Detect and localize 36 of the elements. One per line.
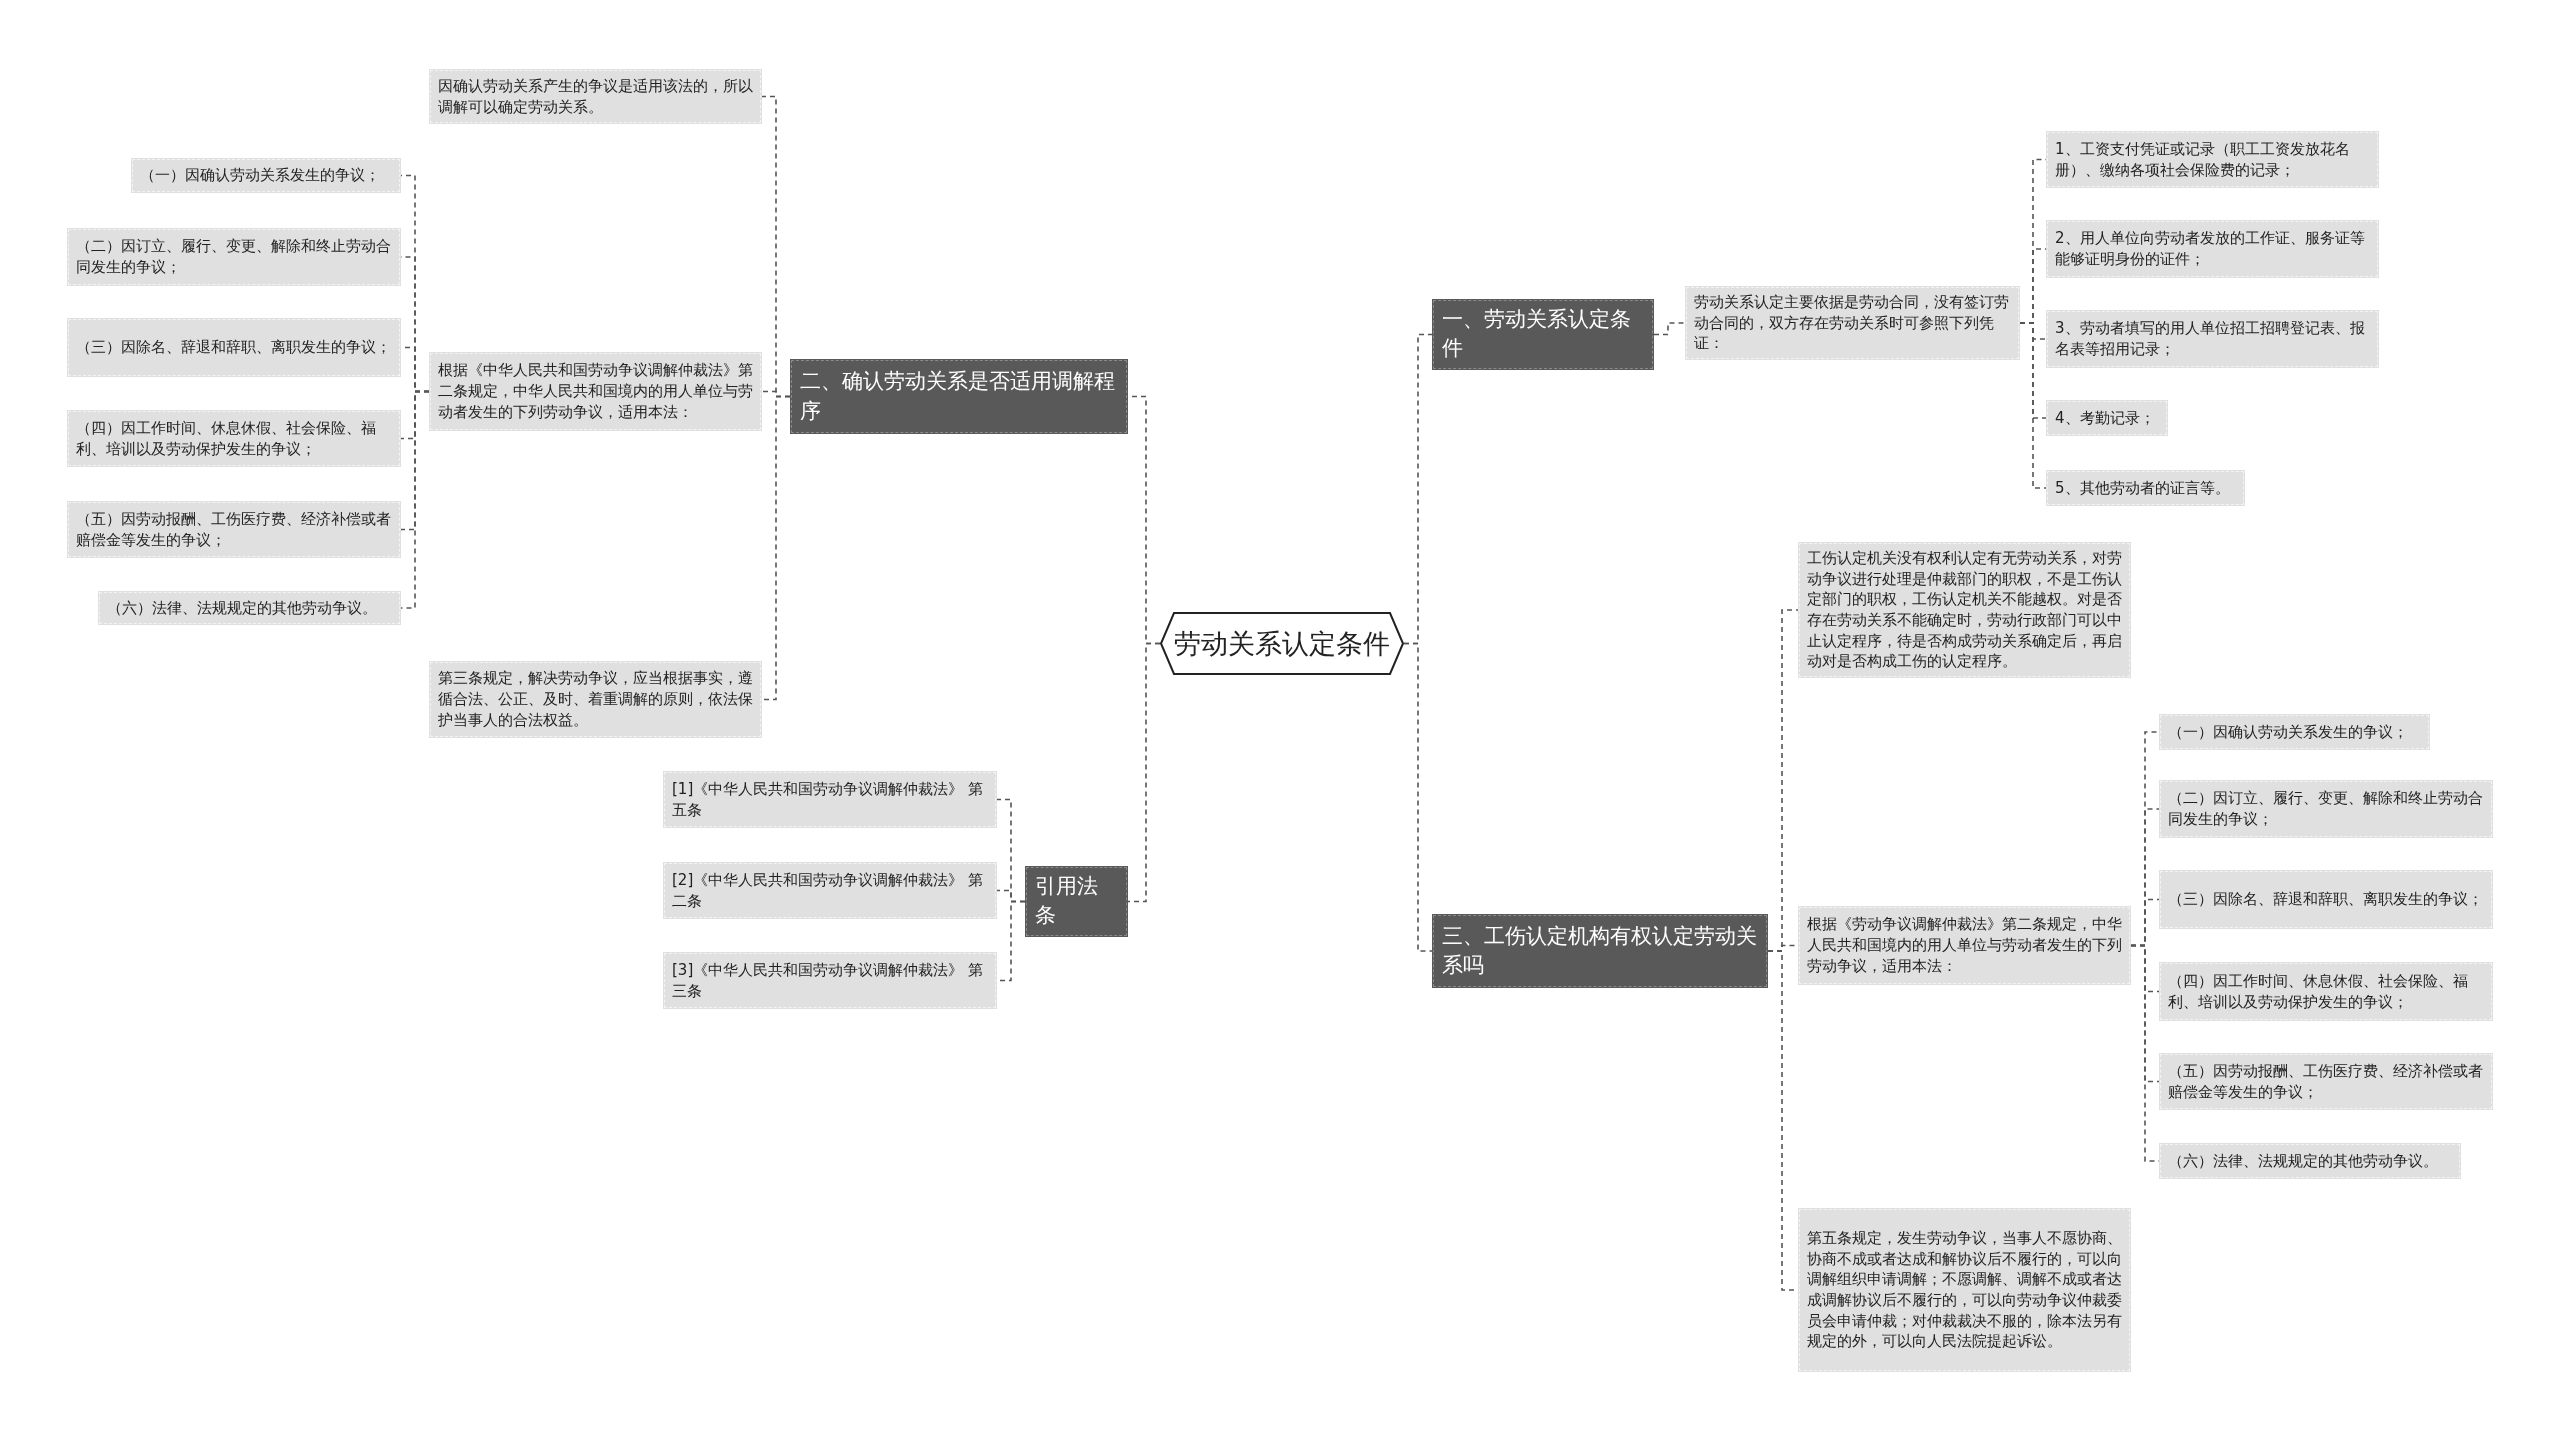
branch-topic: 二、确认劳动关系是否适用调解程序 — [790, 359, 1128, 434]
branch-topic: 引用法条 — [1025, 866, 1128, 937]
connector-line — [1403, 642, 1433, 952]
topic-box: （一）因确认劳动关系发生的争议； — [131, 158, 401, 193]
topic-box: （三）因除名、辞退和辞职、离职发生的争议； — [67, 318, 401, 377]
topic-box: （一）因确认劳动关系发生的争议； — [2159, 714, 2430, 750]
topic-box: （四）因工作时间、休息休假、社会保险、福利、培训以及劳动保护发生的争议； — [2159, 962, 2493, 1021]
topic-box: [3]《中华人民共和国劳动争议调解仲裁法》 第三条 — [663, 952, 997, 1009]
topic-box: 4、考勤记录； — [2046, 400, 2168, 436]
connector-line — [2019, 322, 2047, 489]
topic-box: （三）因除名、辞退和辞职、离职发生的争议； — [2159, 870, 2493, 929]
topic-box: 第五条规定，发生劳动争议，当事人不愿协商、协商不成或者达成和解协议后不履行的，可以向调解组织申请调解；不愿调解、调解不成或者达成调解协议后不履行的，可以向劳动争议仲裁委员会申请仲裁；对仲裁裁决不服的，除本法另有规定的外，可以向人民法院提起诉讼。 — [1798, 1208, 2131, 1372]
topic-box: 第三条规定，解决劳动争议，应当根据事实，遵循合法、公正、及时、着重调解的原则，依法保护当事人的合法权益。 — [429, 661, 762, 738]
central-topic: 劳动关系认定条件 — [1160, 612, 1404, 675]
topic-box: （六）法律、法规规定的其他劳动争议。 — [98, 591, 401, 625]
branch-topic: 一、劳动关系认定条件 — [1432, 299, 1654, 370]
topic-box: 3、劳动者填写的用人单位招工招聘登记表、报名表等招用记录； — [2046, 310, 2379, 368]
topic-box: （六）法律、法规规定的其他劳动争议。 — [2159, 1143, 2461, 1179]
topic-box: [1]《中华人民共和国劳动争议调解仲裁法》 第五条 — [663, 771, 997, 828]
topic-box: （五）因劳动报酬、工伤医疗费、经济补偿或者赔偿金等发生的争议； — [67, 501, 401, 558]
topic-box: 劳动关系认定主要依据是劳动合同，没有签订劳动合同的，双方存在劳动关系时可参照下列凭证： — [1685, 286, 2020, 361]
topic-box: 5、其他劳动者的证言等。 — [2046, 470, 2245, 506]
topic-box: （二）因订立、履行、变更、解除和终止劳动合同发生的争议； — [2159, 780, 2493, 838]
topic-box: （五）因劳动报酬、工伤医疗费、经济补偿或者赔偿金等发生的争议； — [2159, 1053, 2493, 1110]
topic-box: [2]《中华人民共和国劳动争议调解仲裁法》 第二条 — [663, 862, 997, 919]
connector-line — [761, 395, 791, 701]
topic-box: 2、用人单位向劳动者发放的工作证、服务证等能够证明身份的证件； — [2046, 220, 2379, 278]
topic-box: 根据《中华人民共和国劳动争议调解仲裁法》第二条规定，中华人民共和国境内的用人单位与劳动者发生的下列劳动争议，适用本法： — [429, 352, 762, 431]
topic-box: 根据《劳动争议调解仲裁法》第二条规定，中华人民共和国境内的用人单位与劳动者发生的下列劳动争议，适用本法： — [1798, 906, 2131, 985]
topic-box: （四）因工作时间、休息休假、社会保险、福利、培训以及劳动保护发生的争议； — [67, 410, 401, 467]
connector-line — [1653, 322, 1686, 336]
topic-box: 工伤认定机关没有权利认定有无劳动关系，对劳动争议进行处理是仲裁部门的职权，不是工伤认定部门的职权，工伤认定机关不能越权。对是否存在劳动关系不能确定时，劳动行政部门可以中止认定程序，待是否构成劳动关系确定后，再启动对是否构成工伤的认定程序。 — [1798, 542, 2131, 679]
topic-box: （二）因订立、履行、变更、解除和终止劳动合同发生的争议； — [67, 228, 401, 286]
topic-box: 1、工资支付凭证或记录（职工工资发放花名册）、缴纳各项社会保险费的记录； — [2046, 131, 2379, 188]
topic-box: 因确认劳动关系产生的争议是适用该法的，所以调解可以确定劳动关系。 — [429, 69, 762, 124]
branch-topic: 三、工伤认定机构有权认定劳动关系吗 — [1432, 914, 1768, 988]
